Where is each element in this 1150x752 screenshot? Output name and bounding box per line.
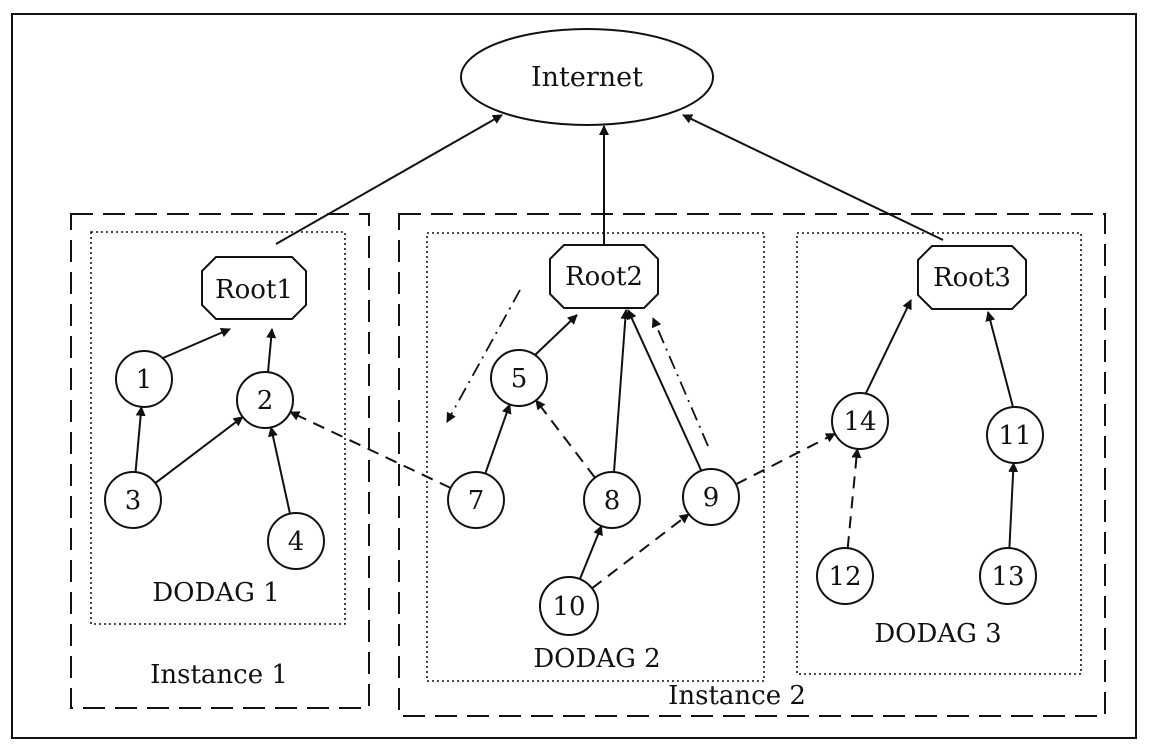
node-14-label: 14 bbox=[843, 407, 876, 437]
edge-n8-to-n5 bbox=[535, 399, 596, 479]
instance-1-label: Instance 1 bbox=[150, 660, 288, 690]
node-10-label: 10 bbox=[552, 592, 585, 622]
root-2-node: Root2 bbox=[549, 244, 659, 309]
dodag-3-label: DODAG 3 bbox=[874, 619, 1001, 649]
node-4-label: 4 bbox=[288, 527, 305, 557]
edge-n9-to-root2 bbox=[627, 309, 702, 471]
edge-n13-to-n11 bbox=[1008, 461, 1019, 549]
node-2: 2 bbox=[236, 371, 294, 429]
node-1-label: 1 bbox=[136, 365, 153, 395]
edge-n5-to-root2 bbox=[534, 314, 578, 356]
edge-root1-to-internet bbox=[275, 114, 503, 245]
dashdot-arrow-right bbox=[651, 317, 709, 447]
node-11-label: 11 bbox=[998, 421, 1031, 451]
instance-2-label: Instance 2 bbox=[668, 681, 806, 711]
node-5: 5 bbox=[490, 349, 548, 407]
edge-n3-to-n1 bbox=[134, 405, 146, 473]
node-10: 10 bbox=[539, 576, 599, 636]
node-2-label: 2 bbox=[257, 386, 274, 416]
dodag-3-box bbox=[796, 232, 1082, 675]
dodag-2-label: DODAG 2 bbox=[533, 644, 660, 674]
node-13: 13 bbox=[979, 547, 1037, 605]
node-12: 12 bbox=[816, 547, 874, 605]
edge-n7-to-n2 bbox=[289, 411, 452, 489]
edge-n12-to-n14 bbox=[846, 447, 862, 549]
edge-root3-to-internet bbox=[682, 114, 944, 241]
node-12-label: 12 bbox=[828, 562, 861, 592]
edge-n10-to-n9 bbox=[591, 513, 690, 590]
node-8: 8 bbox=[583, 471, 641, 529]
edge-n2-to-root1 bbox=[266, 328, 277, 373]
edge-n8-to-root2 bbox=[613, 309, 631, 473]
node-13-label: 13 bbox=[991, 562, 1024, 592]
node-11: 11 bbox=[986, 406, 1044, 464]
outer-frame bbox=[11, 13, 1137, 739]
edge-n1-to-root1 bbox=[162, 327, 231, 359]
node-5-label: 5 bbox=[511, 364, 528, 394]
root-3-node: Root3 bbox=[917, 245, 1027, 310]
node-3-label: 3 bbox=[125, 486, 142, 516]
node-7: 7 bbox=[447, 471, 505, 529]
internet-label: Internet bbox=[531, 62, 643, 93]
edge-n14-to-root3 bbox=[865, 299, 912, 394]
node-7-label: 7 bbox=[468, 486, 485, 516]
node-8-label: 8 bbox=[604, 486, 621, 516]
instance-2-box bbox=[398, 213, 1106, 717]
edge-n11-to-root3 bbox=[985, 311, 1014, 408]
instance-1-box bbox=[70, 213, 370, 709]
dashdot-arrow-left bbox=[446, 289, 521, 423]
edge-n3-to-n2 bbox=[154, 416, 244, 484]
node-3: 3 bbox=[104, 471, 162, 529]
edges-layer bbox=[134, 114, 1019, 590]
edge-n4-to-n2 bbox=[268, 426, 291, 514]
root-1-label: Root1 bbox=[215, 275, 293, 305]
edge-n7-to-n5 bbox=[484, 403, 512, 474]
node-4: 4 bbox=[267, 512, 325, 570]
node-14: 14 bbox=[831, 392, 889, 450]
edge-n9-to-n14 bbox=[735, 432, 836, 486]
dodag-2-box bbox=[426, 232, 765, 682]
circle-nodes-layer: 1 2 3 4 5 7 8 9 10 11 12 13 14 bbox=[104, 349, 1044, 636]
edge-n10-to-n8 bbox=[578, 525, 603, 580]
dodag-1-label: DODAG 1 bbox=[152, 578, 279, 608]
root-2-label: Root2 bbox=[565, 262, 643, 292]
root-3-label: Root3 bbox=[933, 263, 1011, 293]
internet-node: Internet bbox=[460, 28, 714, 126]
node-9: 9 bbox=[682, 468, 740, 526]
node-9-label: 9 bbox=[703, 483, 720, 513]
node-1: 1 bbox=[115, 350, 173, 408]
root-1-node: Root1 bbox=[201, 256, 307, 320]
dodag-1-box bbox=[90, 231, 346, 625]
